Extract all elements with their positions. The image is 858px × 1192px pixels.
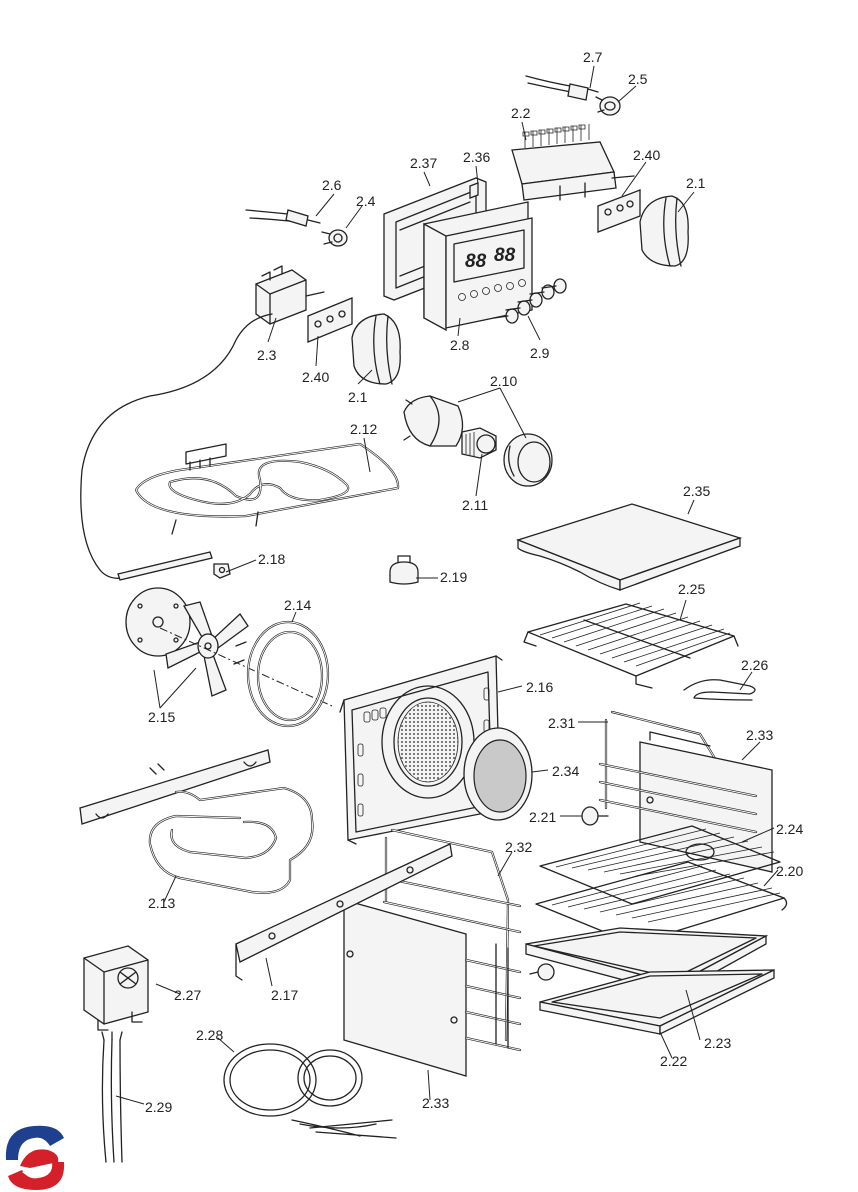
lamp-cover-2-10 bbox=[503, 433, 553, 487]
tray-knob bbox=[529, 963, 555, 981]
label-2-40-upper: 2.40 bbox=[633, 147, 660, 163]
circular-element-2-14 bbox=[233, 620, 330, 728]
cable-harness-2-28 bbox=[223, 1043, 397, 1139]
cable-2-29 bbox=[101, 1031, 123, 1163]
back-panel-2-16 bbox=[339, 655, 503, 845]
clip-2-18 bbox=[213, 563, 231, 579]
fan-axis-line bbox=[159, 627, 333, 707]
bottom-element-plate bbox=[79, 749, 271, 825]
label-2-1-lower: 2.1 bbox=[348, 389, 368, 405]
label-2-12: 2.12 bbox=[350, 421, 377, 437]
label-2-2: 2.2 bbox=[511, 105, 531, 121]
oven-lamp-holder-2-10 bbox=[403, 395, 464, 447]
label-2-37: 2.37 bbox=[410, 155, 437, 171]
control-knob-2-1-upper bbox=[639, 195, 689, 267]
label-2-1-upper: 2.1 bbox=[686, 175, 706, 191]
label-2-19: 2.19 bbox=[440, 569, 467, 585]
label-2-28: 2.28 bbox=[196, 1027, 223, 1043]
brand-logo bbox=[5, 1125, 65, 1190]
label-2-27: 2.27 bbox=[174, 987, 201, 1003]
bracket-2-17 bbox=[235, 843, 453, 981]
label-2-33-left: 2.33 bbox=[422, 1095, 449, 1111]
label-2-36: 2.36 bbox=[463, 149, 490, 165]
label-2-31: 2.31 bbox=[548, 715, 575, 731]
label-2-3: 2.3 bbox=[257, 347, 277, 363]
oven-bulb-2-11 bbox=[461, 427, 497, 459]
fan-cover-2-34 bbox=[463, 727, 533, 821]
selector-switch-2-2 bbox=[511, 124, 635, 201]
enamel-tray-2-35 bbox=[516, 503, 743, 591]
side-panel-2-33-left bbox=[343, 899, 467, 1077]
label-2-21: 2.21 bbox=[529, 809, 556, 825]
clip-2-19 bbox=[389, 555, 419, 585]
label-2-9: 2.9 bbox=[530, 345, 550, 361]
thermostat-capillary bbox=[80, 313, 273, 581]
label-2-15: 2.15 bbox=[148, 709, 175, 725]
side-rails-left bbox=[464, 943, 522, 1052]
label-2-13: 2.13 bbox=[148, 895, 175, 911]
control-knob-2-1-lower bbox=[351, 313, 401, 385]
label-2-33-right: 2.33 bbox=[746, 727, 773, 743]
label-2-14: 2.14 bbox=[284, 597, 311, 613]
timer-clip-2-36 bbox=[469, 182, 479, 199]
label-2-23: 2.23 bbox=[704, 1035, 731, 1051]
wire-shelf-2-24 bbox=[539, 825, 781, 905]
shelf-clip-2-26 bbox=[683, 679, 756, 701]
label-2-6: 2.6 bbox=[322, 177, 342, 193]
label-2-29: 2.29 bbox=[145, 1099, 172, 1115]
label-2-26: 2.26 bbox=[741, 657, 768, 673]
label-2-17: 2.17 bbox=[271, 987, 298, 1003]
timer-digits-right: 88 bbox=[494, 245, 516, 266]
label-2-32: 2.32 bbox=[505, 839, 532, 855]
label-2-35: 2.35 bbox=[683, 483, 710, 499]
label-2-5: 2.5 bbox=[628, 71, 648, 87]
label-2-7: 2.7 bbox=[583, 49, 603, 65]
label-2-24: 2.24 bbox=[776, 821, 803, 837]
label-2-4: 2.4 bbox=[356, 193, 376, 209]
baking-tray-2-22 bbox=[539, 968, 775, 1036]
wire-shelf-2-25 bbox=[523, 602, 739, 689]
terminal-block-2-27 bbox=[83, 945, 149, 1031]
thermostat-2-3 bbox=[255, 265, 325, 325]
switch-bracket-2-40-lower bbox=[307, 297, 353, 343]
indicator-lamp-2-5 bbox=[595, 96, 621, 116]
wire-2-6 bbox=[245, 209, 321, 227]
side-rails-right bbox=[598, 762, 758, 834]
label-2-18: 2.18 bbox=[258, 551, 285, 567]
timer-buttons-2-9 bbox=[493, 278, 567, 324]
label-2-8: 2.8 bbox=[450, 337, 470, 353]
leader-lines bbox=[115, 65, 779, 1105]
indicator-lamp-2-4 bbox=[321, 229, 348, 247]
part-labels: 2.7 2.5 2.2 2.40 2.1 2.37 2.36 2.6 2.4 2… bbox=[145, 49, 803, 1115]
grill-element-2-12 bbox=[134, 442, 400, 535]
label-2-40-lower: 2.40 bbox=[302, 369, 329, 385]
switch-bracket-2-40-upper bbox=[597, 189, 641, 233]
label-2-20: 2.20 bbox=[776, 863, 803, 879]
bottom-element-2-13 bbox=[148, 786, 314, 894]
label-2-11: 2.11 bbox=[462, 497, 488, 513]
wire-2-7 bbox=[525, 75, 599, 101]
timer-digits-left: 88 bbox=[465, 251, 487, 272]
label-2-34: 2.34 bbox=[552, 763, 579, 779]
shelf-screw-2-21 bbox=[581, 806, 609, 826]
fan-motor-2-15 bbox=[125, 587, 191, 657]
electronic-timer-2-8: 88 88 bbox=[423, 201, 533, 332]
label-2-25: 2.25 bbox=[678, 581, 705, 597]
label-2-22: 2.22 bbox=[660, 1053, 687, 1069]
label-2-10: 2.10 bbox=[490, 373, 517, 389]
fan-blade-2-15 bbox=[165, 601, 249, 697]
label-2-16: 2.16 bbox=[526, 679, 553, 695]
